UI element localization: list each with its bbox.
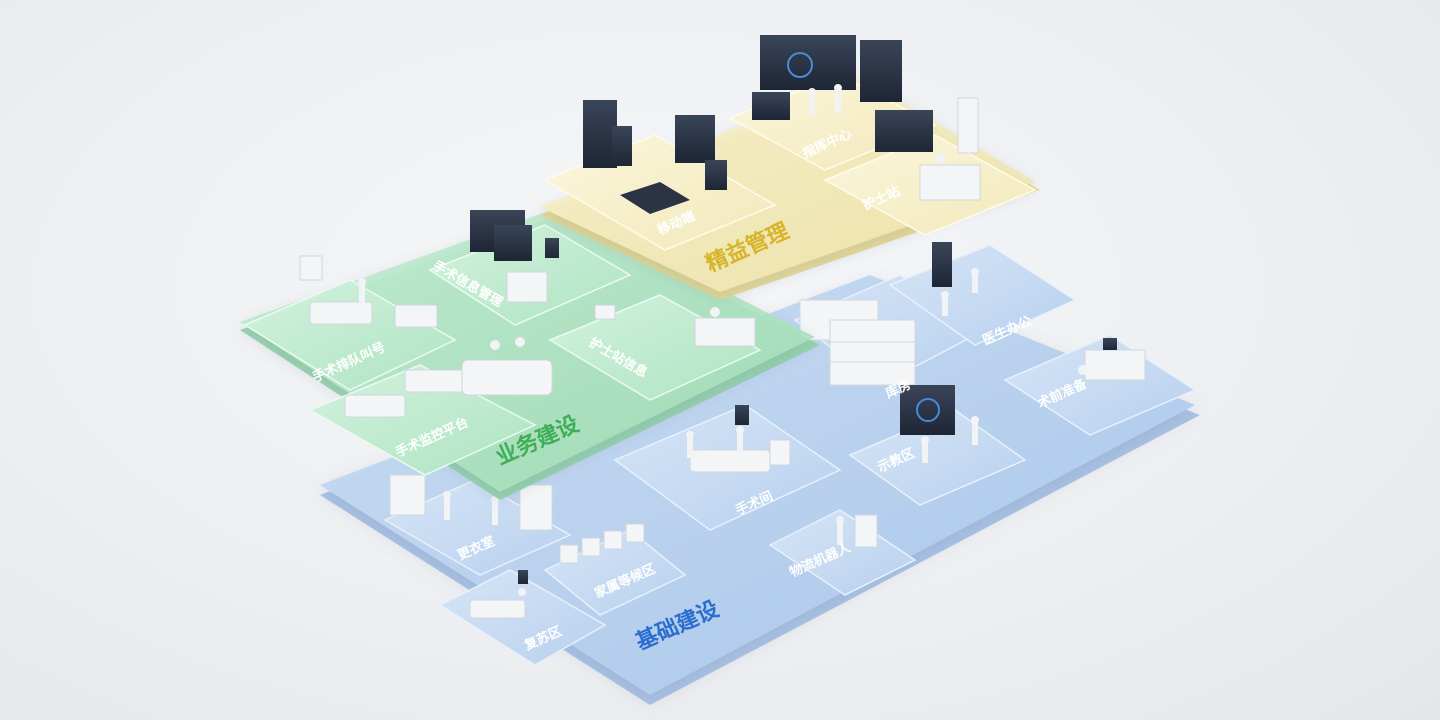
ward-info-desk xyxy=(594,304,756,347)
layer-bottom: 库房 医生办公 术前准备 示教区 手术间 更衣室 家属等候区 物流机器人 复苏区… xyxy=(320,242,1200,705)
storage-shelves xyxy=(799,299,916,386)
mobile-terminal-devices xyxy=(583,100,727,214)
nurse-station-top-desk xyxy=(875,97,981,201)
zone-tile-anesthesia[interactable] xyxy=(308,364,537,476)
zone-tile-logistics-robot[interactable] xyxy=(768,509,917,596)
zone-tile-family-waiting[interactable] xyxy=(543,529,687,616)
logistics-robot-unit xyxy=(836,514,878,548)
teaching-screen xyxy=(900,385,979,463)
ward-prep-desk xyxy=(1078,338,1146,381)
changing-room-lockers xyxy=(389,474,553,531)
layer-middle: 手术信息管理 护士站信息 手术排队叫号 手术监控平台 业务建设 xyxy=(240,207,820,500)
surgery-queue-beds xyxy=(299,255,438,328)
zone-tile-surgery-queue[interactable] xyxy=(243,279,457,391)
operating-room-equipment xyxy=(686,405,791,473)
command-center-screens xyxy=(752,35,902,120)
doctor-office-screen xyxy=(932,242,979,316)
layer-middle-slab xyxy=(240,207,815,492)
recovery-bed xyxy=(469,570,528,619)
zone-tile-ward-prep[interactable] xyxy=(1003,334,1197,436)
surgery-info-screens xyxy=(470,210,559,303)
layer-top: 移动端 指挥中心 护士站 精益管理 xyxy=(540,35,1040,300)
waiting-chairs xyxy=(559,523,645,564)
anesthesia-beds xyxy=(344,337,553,418)
